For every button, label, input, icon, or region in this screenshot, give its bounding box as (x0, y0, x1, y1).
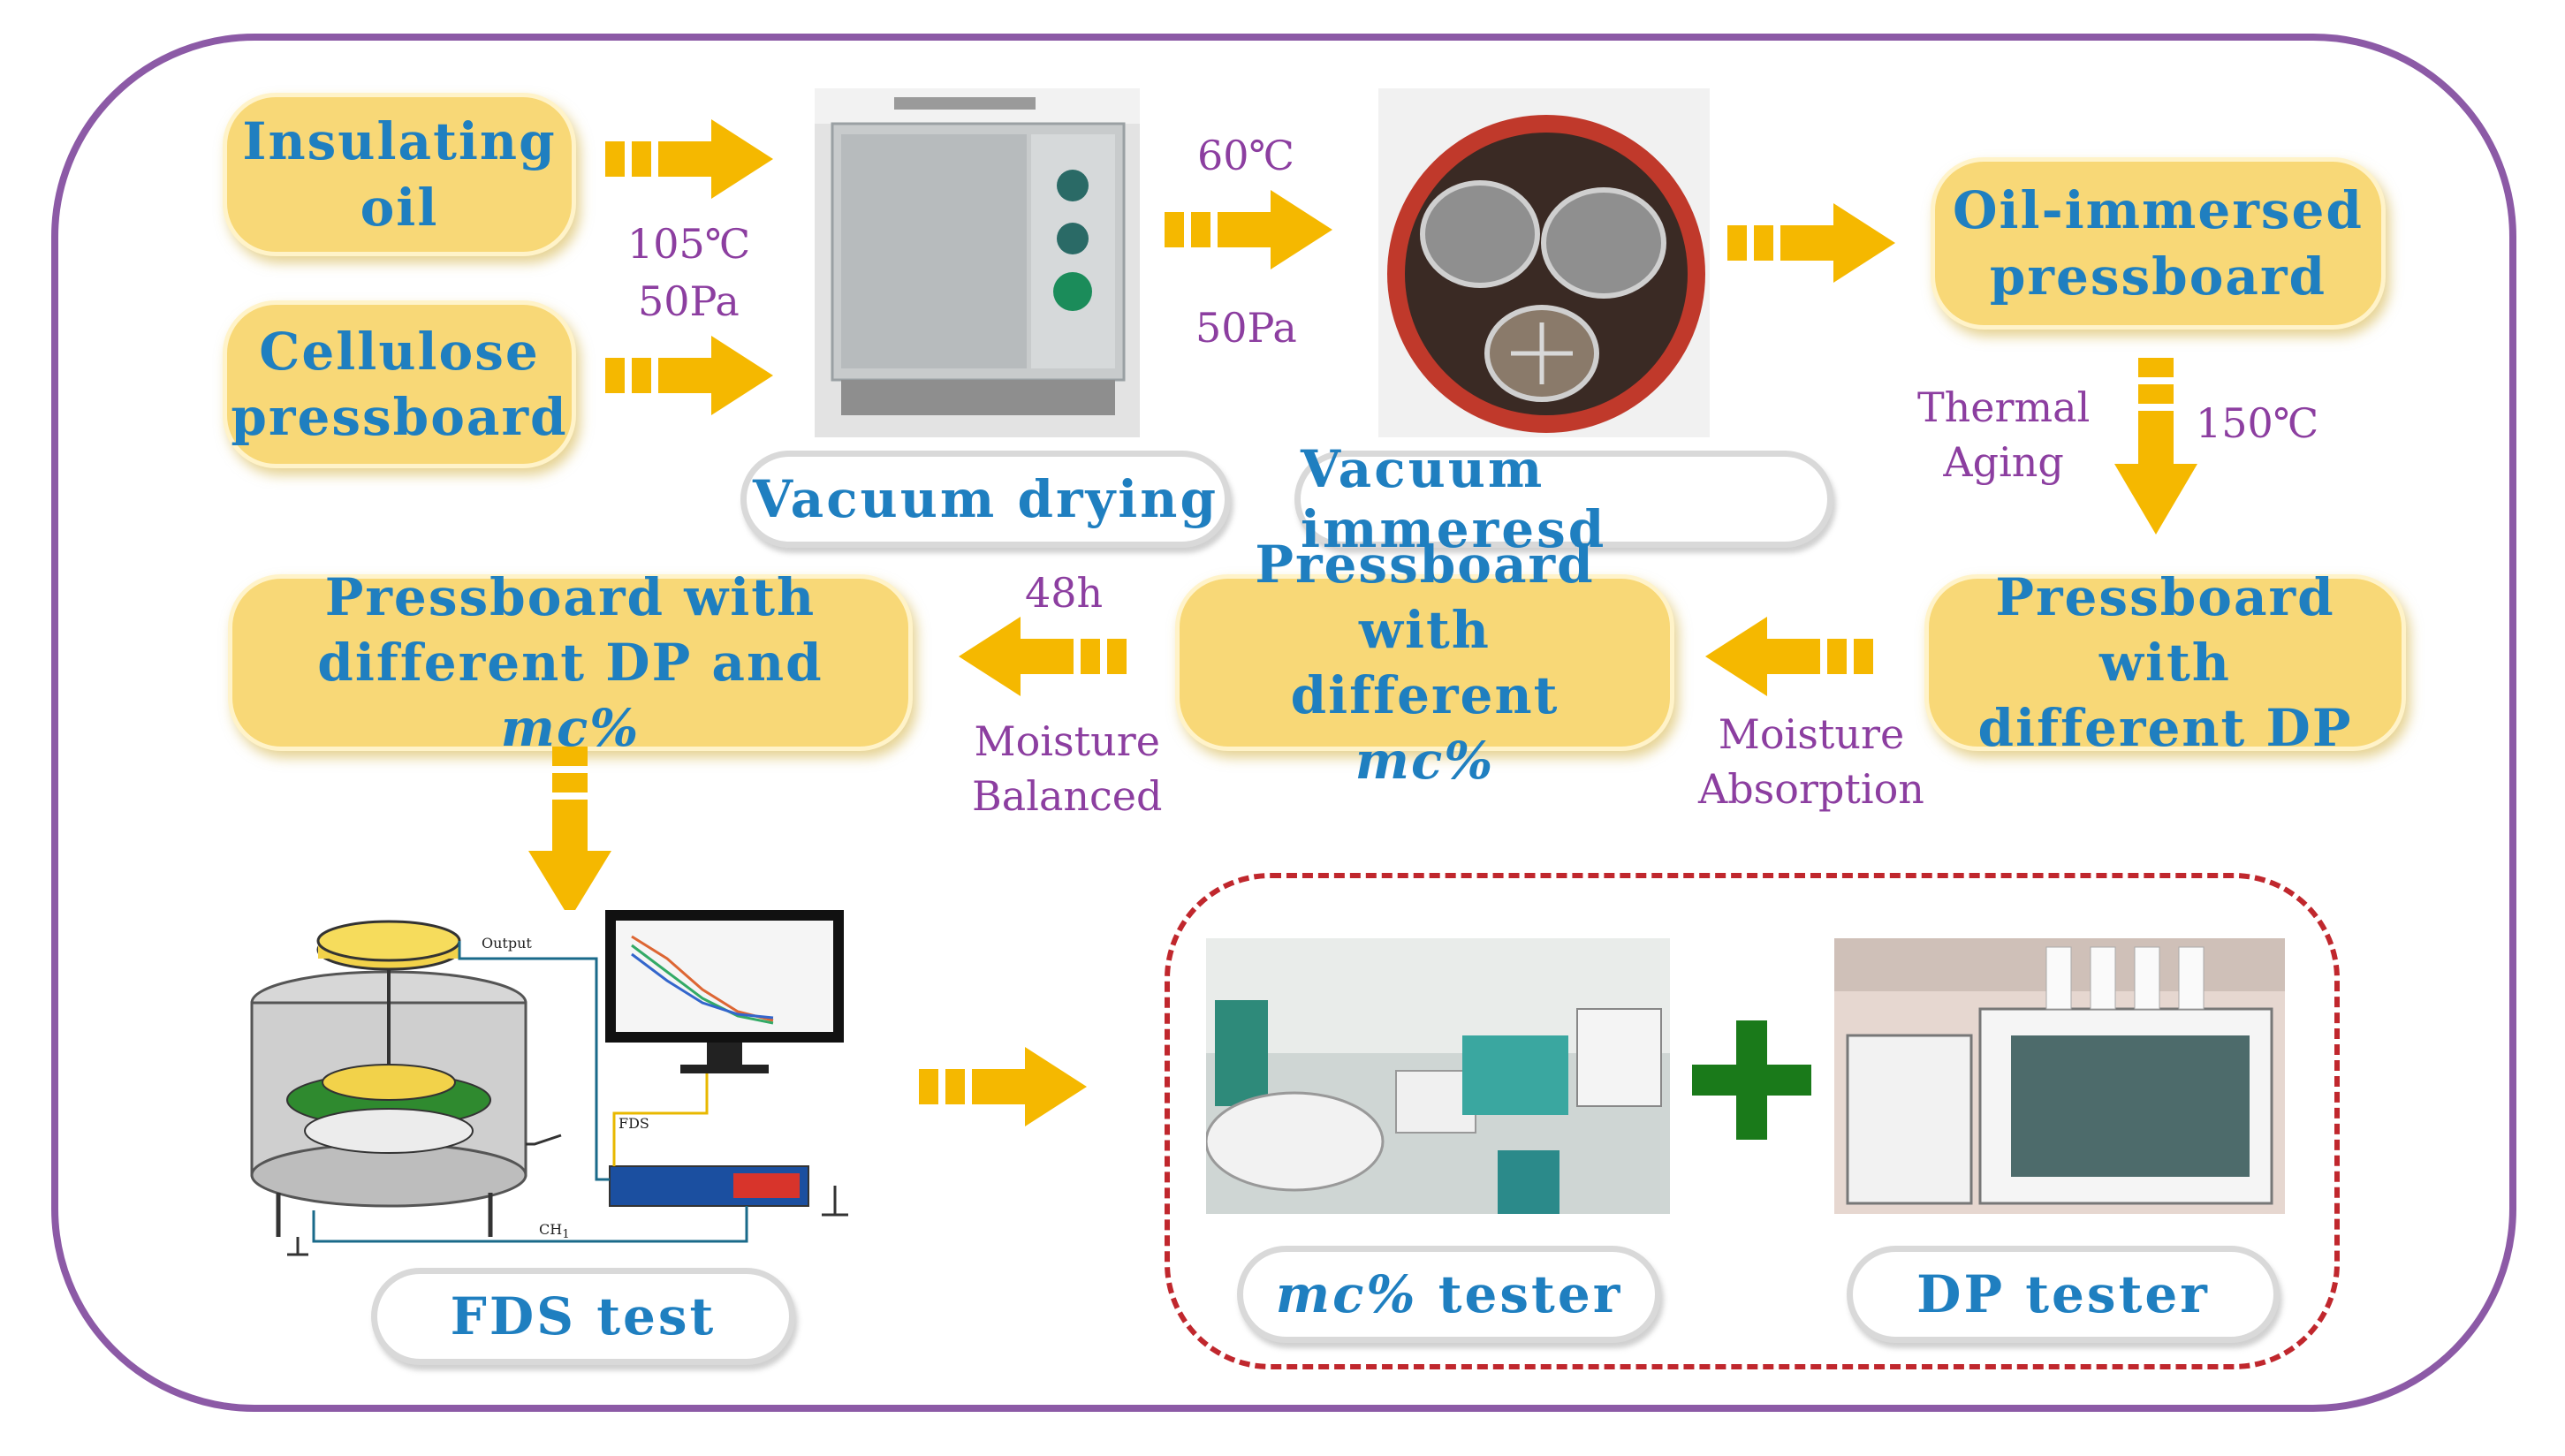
fds-test-schematic (225, 910, 875, 1259)
dp-tester-label: DP tester (1847, 1246, 2280, 1343)
dp-tester-photo (1834, 938, 2285, 1214)
arrow-down-aging (2114, 358, 2197, 535)
aging-temperature: 150℃ (2196, 399, 2319, 447)
arrow-immersion-to-oil-pressboard (1727, 203, 1895, 283)
ch-label-text: CH (539, 1221, 563, 1238)
immersion-pressure: 50Pa (1195, 304, 1297, 352)
moisture-absorption-text: Moisture Absorption (1698, 707, 1924, 816)
mc-tester-label-rest: tester (1417, 1264, 1623, 1324)
vacuum-oven-photo (815, 88, 1140, 437)
arrow-drying-to-immersion (1165, 190, 1332, 269)
arrow-cellulose-to-drying (605, 336, 773, 415)
balance-time: 48h (1025, 569, 1104, 617)
vacuum-drying-label: Vacuum drying (740, 451, 1231, 548)
box-line: Insulating (242, 111, 557, 172)
arrow-fds-to-testers (919, 1047, 1087, 1126)
fds-test-label: FDS test (371, 1268, 795, 1365)
outer-frame (51, 34, 2516, 1412)
immersion-temperature: 60℃ (1197, 132, 1294, 179)
drying-temperature: 105℃ (627, 220, 751, 268)
box-line: pressboard (1989, 246, 2327, 307)
box-line-italic: mc% (1355, 731, 1495, 792)
box-line: oil (360, 177, 439, 238)
drying-pressure: 50Pa (638, 277, 740, 325)
box-line: different (1290, 665, 1559, 725)
box-line: Pressboard with (324, 566, 816, 627)
vacuum-immersion-photo (1378, 88, 1710, 437)
annotation-line: Balanced (972, 772, 1163, 821)
thermal-aging-text: Thermal Aging (1917, 380, 2090, 489)
ch-wire-label: CH1 (539, 1221, 570, 1241)
mc-tester-label-italic: mc% (1275, 1264, 1418, 1324)
arrow-down-to-fds (528, 747, 611, 919)
testers-group (1165, 873, 2340, 1369)
mc-tester-label: mc% tester (1237, 1246, 1661, 1343)
box-line: pressboard (231, 387, 568, 447)
box-line: Pressboard with (1255, 534, 1595, 660)
arrow-mc-to-dp-mc (959, 617, 1127, 696)
ch-label-subscript: 1 (562, 1228, 570, 1242)
plus-icon (1692, 1020, 1811, 1140)
output-wire-label: Output (482, 935, 532, 952)
moisture-balanced-text: Moisture Balanced (972, 714, 1162, 823)
annotation-line: Absorption (1698, 765, 1924, 814)
annotation-line: Thermal (1917, 383, 2091, 431)
arrow-dp-to-mc (1705, 617, 1873, 696)
box-line: different DP and (317, 632, 823, 693)
annotation-line: Aging (1943, 438, 2064, 487)
fds-wire-label: FDS (618, 1115, 649, 1132)
annotation-line: Moisture (974, 717, 1160, 765)
box-line: different DP (1977, 698, 2353, 759)
annotation-line: Moisture (1718, 710, 1905, 758)
box-line: Oil-immersed (1952, 180, 2364, 241)
box-line: Cellulose (259, 321, 540, 382)
arrow-oil-to-drying (605, 119, 773, 199)
box-line: Pressboard with (1995, 566, 2335, 693)
vacuum-immersed-label: Vacuum immeresd (1294, 439, 1833, 559)
mc-tester-photo (1206, 938, 1670, 1214)
